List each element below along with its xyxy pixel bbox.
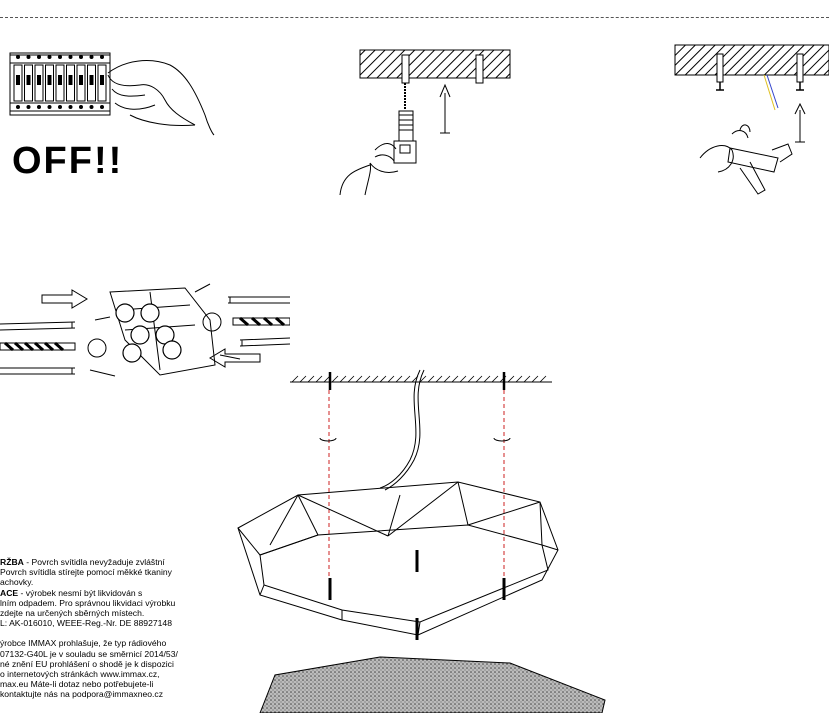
disposal-heading: ACE xyxy=(0,587,19,598)
notes-line: lním odpadem. Pro správnou likvidaci výr… xyxy=(0,597,176,608)
diffuser-panel-illustration xyxy=(259,656,606,713)
notes-line: Povrch svítidla stírejte pomocí měkké tk… xyxy=(0,567,172,578)
notes-line: o internetových stránkách www.immax.cz, xyxy=(0,669,160,680)
notes-line: 07132-G40L je v souladu se směrnicí 2014… xyxy=(0,648,178,659)
notes-line: achovky. xyxy=(0,577,34,588)
ceiling-hammering-illustration xyxy=(674,44,829,195)
page-divider xyxy=(0,17,829,18)
notes-line: kontaktujte nás na podpora@immaxneo.cz xyxy=(0,689,164,700)
notes-line: - výrobek nesmí být likvidován s xyxy=(18,587,143,598)
notes-line: né znění EU prohlášení o shodě je k disp… xyxy=(0,658,174,669)
ceiling-drilling-illustration xyxy=(339,49,511,196)
power-off-warning: OFF!! xyxy=(12,140,124,182)
care-disposal-notes: RŽBA - Povrch svítidla nevyžaduje zvlášt… xyxy=(0,557,240,700)
terminal-wiring-illustration xyxy=(0,283,290,377)
notes-line: zdejte na určených sběrných místech. xyxy=(0,608,145,619)
notes-line: - Povrch svítidla nevyžaduje zvláštní xyxy=(23,557,165,567)
maintenance-heading: RŽBA xyxy=(0,557,24,567)
notes-line: L: AK-016010, WEEE-Reg.-Nr. DE 88927148 xyxy=(0,618,172,629)
notes-line: max.eu Máte-li dotaz nebo potřebujete-li xyxy=(0,679,154,690)
notes-line: ýrobce IMMAX prohlašuje, že typ rádiovéh… xyxy=(0,638,167,649)
breaker-switch-illustration xyxy=(9,52,215,136)
luminaire-installation-illustration xyxy=(237,369,559,640)
